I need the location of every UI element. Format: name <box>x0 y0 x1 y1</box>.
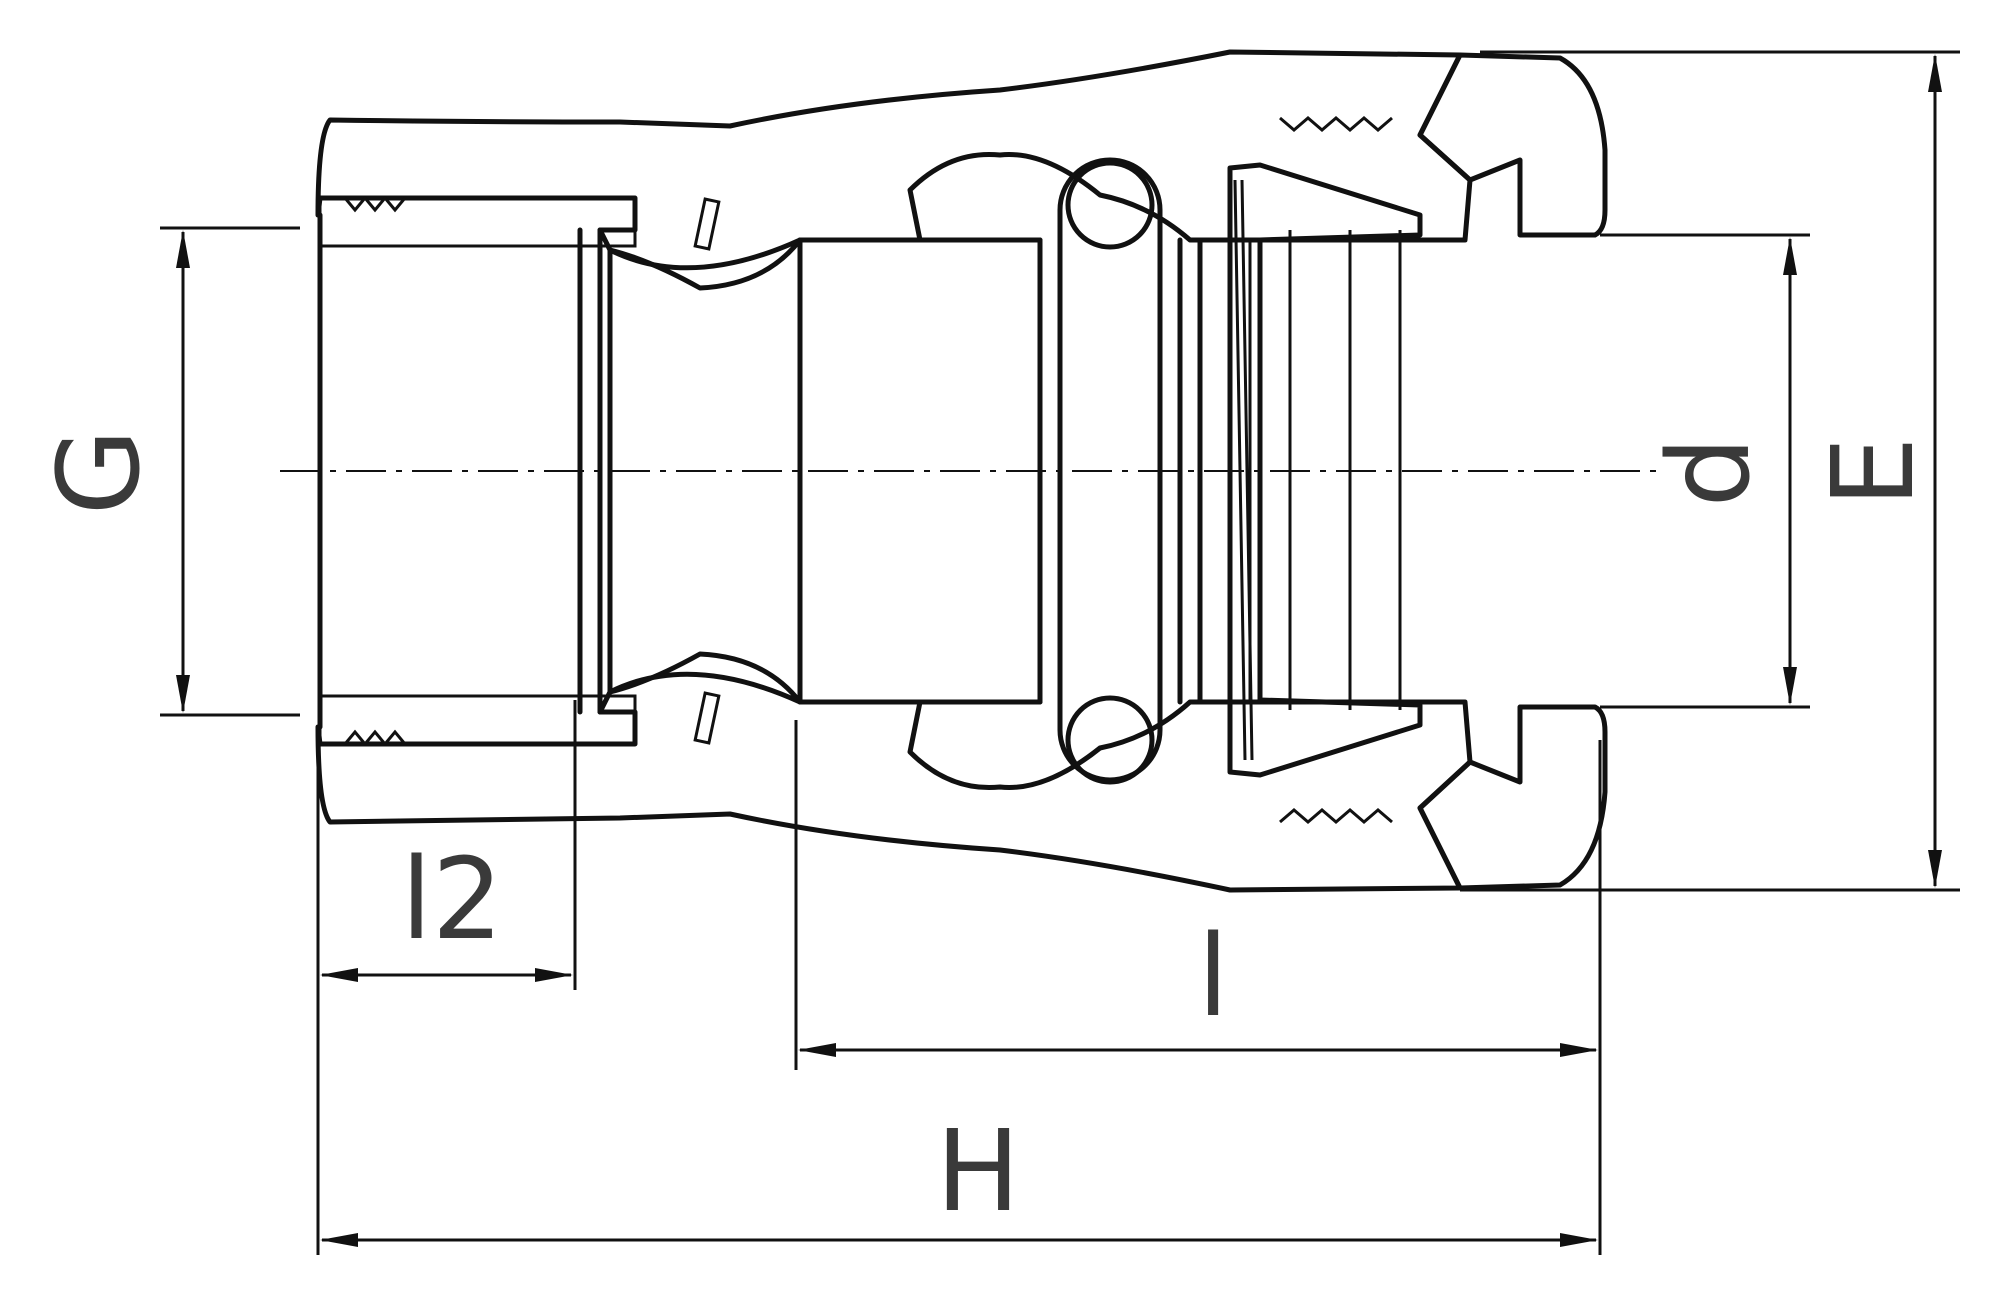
body-wall-bottom <box>315 651 1473 893</box>
label-G: G <box>35 429 165 516</box>
arrow-E-top <box>1928 54 1942 92</box>
arrow-d-top <box>1783 237 1797 275</box>
bore-wall <box>797 237 1043 705</box>
bore-cone <box>607 237 803 705</box>
thread-teeth-left <box>343 195 407 747</box>
insert-sleeve-top <box>318 196 637 248</box>
arrow-G-top <box>176 230 190 268</box>
arrow-d-bottom <box>1783 667 1797 705</box>
arrow-l2-right <box>535 968 573 982</box>
insert-sleeve-bottom <box>318 694 637 746</box>
arrow-l-right <box>1560 1043 1598 1057</box>
slot-mark-top <box>693 197 721 251</box>
label-H: H <box>936 1107 1020 1237</box>
collet-teeth-bottom <box>1279 808 1393 824</box>
label-E: E <box>1809 437 1939 508</box>
arrow-l-left <box>798 1043 836 1057</box>
union-nut-top <box>1417 52 1608 238</box>
arrow-H-right <box>1560 1233 1598 1247</box>
arrow-E-bottom <box>1928 850 1942 888</box>
arrow-l2-left <box>320 968 358 982</box>
union-nut-bottom <box>1417 704 1608 891</box>
label-d: d <box>1645 436 1775 507</box>
arrow-H-left <box>320 1233 358 1247</box>
label-l2: l2 <box>401 835 503 965</box>
arrow-G-bottom <box>176 675 190 713</box>
body-wall-top <box>315 49 1473 291</box>
oring-inner-wall <box>1177 237 1203 705</box>
collet-teeth-top <box>1279 116 1393 132</box>
slot-mark-bottom <box>693 691 721 745</box>
oring-top <box>1065 160 1155 250</box>
oring-bottom <box>1065 695 1155 785</box>
collet-body <box>1227 162 1423 778</box>
label-l: l <box>1197 912 1228 1042</box>
